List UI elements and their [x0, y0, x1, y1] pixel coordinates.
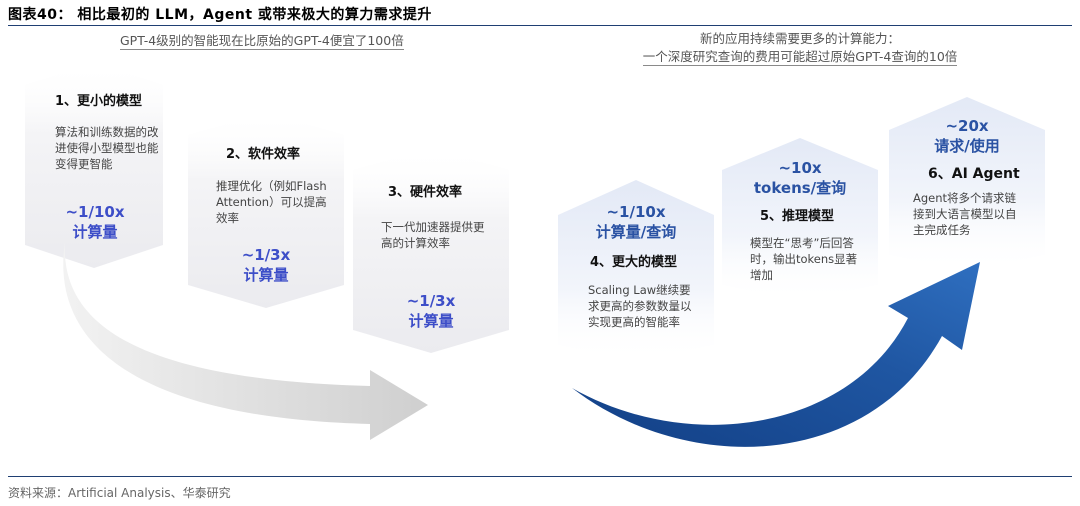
step-3-desc: 下一代加速器提供更高的计算效率: [381, 220, 485, 250]
footer-rule: [8, 476, 1072, 477]
step-6-unit: 请求/使用: [934, 137, 1000, 155]
right-header-line1: 新的应用持续需要更多的计算能力：: [699, 31, 900, 46]
hex-card-3: [353, 147, 509, 353]
step-5-unit: tokens/查询: [753, 179, 847, 197]
step-4-desc: Scaling Law继续要求更高的参数数量以实现更高的智能率: [588, 283, 692, 329]
right-header-line2: 一个深度研究查询的费用可能超过原始GPT-4查询的10倍: [642, 49, 958, 66]
left-header-text: GPT-4级别的智能现在比原始的GPT-4便宜了100倍: [120, 33, 404, 50]
step-6-desc: Agent将多个请求链接到大语言模型以自主完成任务: [913, 191, 1017, 237]
step-2-desc: 推理优化（例如Flash Attention）可以提高效率: [216, 179, 327, 225]
step-4-multiplier: ~1/10x: [606, 203, 666, 221]
step-4-title: 4、更大的模型: [590, 255, 678, 270]
decreasing-arrow: [63, 242, 428, 440]
step-2-unit: 计算量: [243, 266, 289, 284]
step-5-title: 5、推理模型: [760, 209, 835, 224]
step-2-multiplier: ~1/3x: [241, 246, 291, 264]
hex-card-1: [25, 62, 163, 268]
step-1-title: 1、更小的模型: [55, 94, 143, 109]
step-5-multiplier: ~10x: [778, 159, 822, 177]
step-3-title: 3、硬件效率: [388, 185, 463, 200]
source-note: 资料来源：Artificial Analysis、华泰研究: [8, 486, 231, 500]
increasing-arrow: [572, 262, 980, 447]
step-5-desc: 模型在“思考”后回答时，输出tokens显著增加: [750, 236, 858, 282]
hex-card-2: [188, 112, 344, 308]
figure-title: 图表40： 相比最初的 LLM，Agent 或带来极大的算力需求提升: [8, 7, 432, 23]
step-1-desc: 算法和训练数据的改进使得小型模型也能变得更智能: [55, 125, 159, 171]
hex-card-4: [558, 180, 714, 362]
step-3-multiplier: ~1/3x: [406, 292, 456, 310]
hex-card-5: [722, 138, 878, 302]
step-1-multiplier: ~1/10x: [65, 203, 125, 221]
step-2-title: 2、软件效率: [226, 147, 301, 162]
step-3-unit: 计算量: [408, 312, 454, 330]
left-header-note: GPT-4级别的智能现在比原始的GPT-4便宜了100倍: [120, 30, 404, 50]
step-1-unit: 计算量: [72, 223, 118, 241]
step-4-unit: 计算量/查询: [595, 223, 677, 241]
hex-card-6: [889, 97, 1045, 272]
right-header-note: 新的应用持续需要更多的计算能力： 一个深度研究查询的费用可能超过原始GPT-4查…: [610, 30, 990, 66]
step-6-multiplier: ~20x: [945, 117, 989, 135]
title-rule: [8, 25, 1072, 26]
step-6-title: 6、AI Agent: [928, 166, 1020, 182]
